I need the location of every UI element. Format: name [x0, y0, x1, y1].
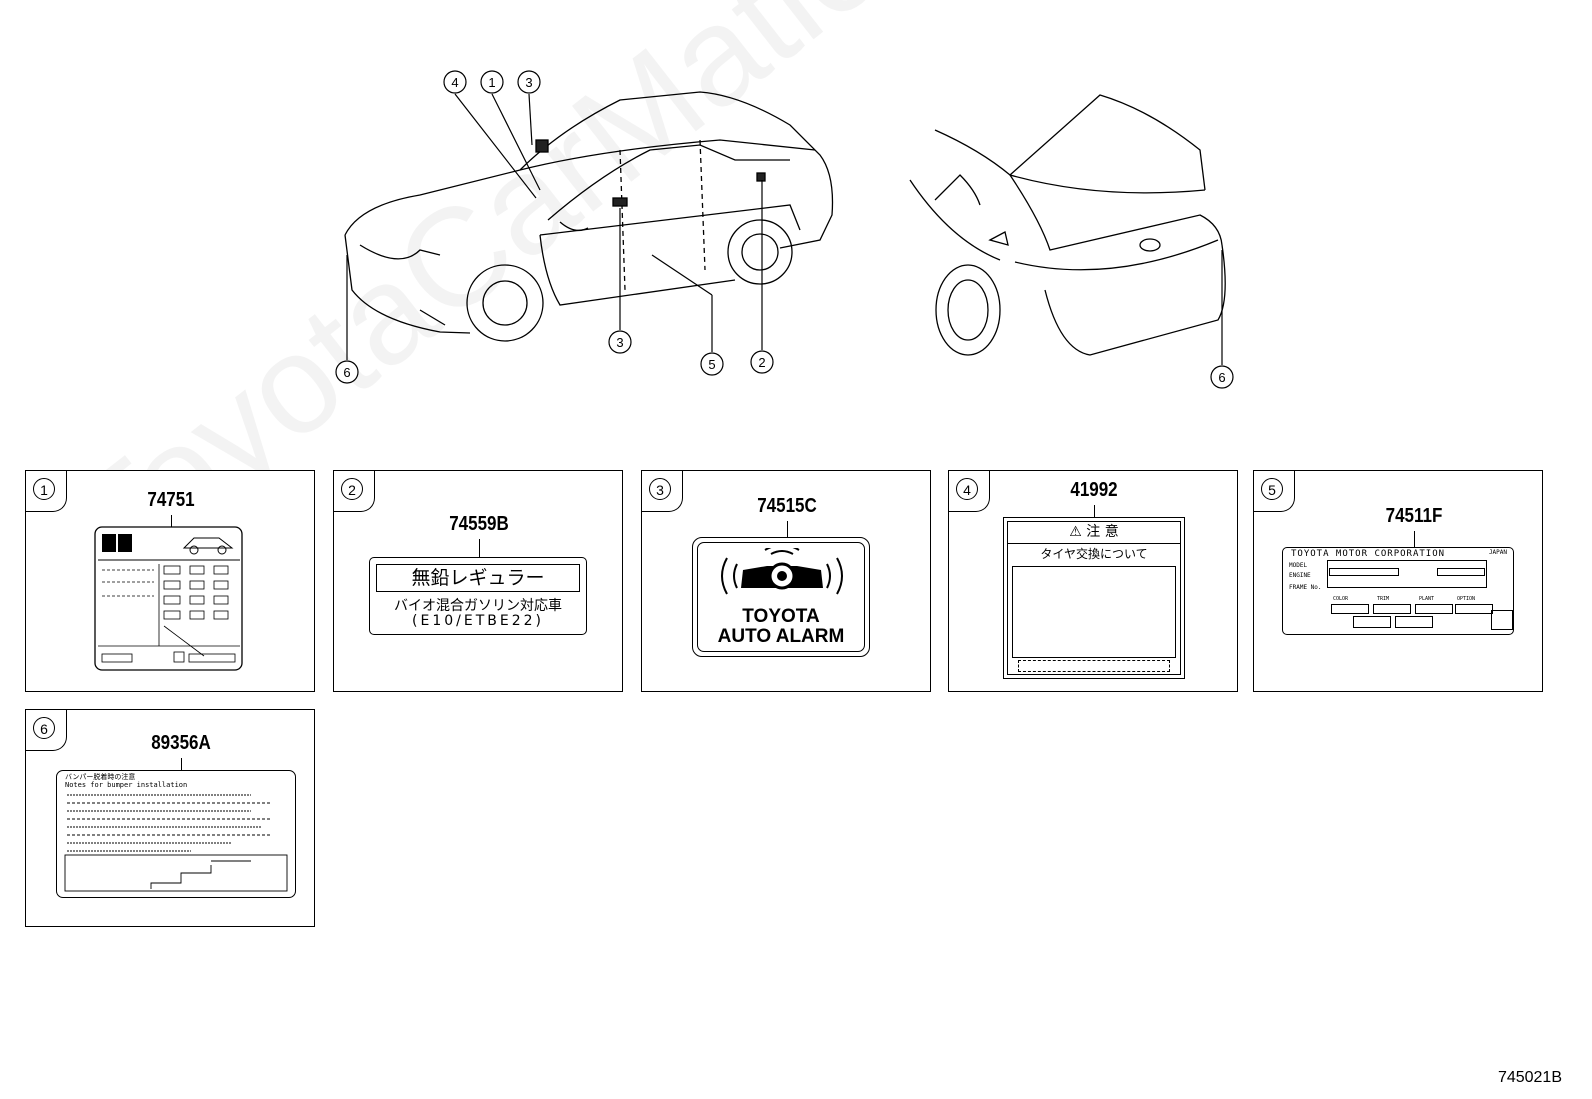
label-74511F-row-frame: FRAME No. [1289, 584, 1322, 591]
alarm-car-icon [721, 548, 843, 595]
panel-3: 3 74515C TOYOTA AUTO ALARM [641, 470, 931, 692]
label-74559B-line3: (E10/ETBE22) [412, 613, 544, 629]
panel-6: 6 89356A バンパー脱着時の注意 Notes for bumper ins… [25, 709, 315, 927]
callout-6-front: 6 [343, 365, 350, 380]
panel-6-index: 6 [33, 717, 55, 739]
part-number-74559B: 74559B [449, 513, 509, 535]
label-74511F-line1: TOYOTA MOTOR CORPORATION [1291, 549, 1446, 559]
callout-5: 5 [708, 357, 715, 372]
front-callouts: 4 1 3 3 5 2 6 [335, 70, 774, 384]
label-74511F-box-plant: PLANT [1419, 596, 1435, 602]
callout-1: 1 [488, 75, 495, 90]
panel-4: 4 41992 ⚠ 注 意 タイヤ交換について [948, 470, 1238, 692]
label-41992-line2: タイヤ交換について [1040, 547, 1148, 561]
label-89356A-line1: バンパー脱着時の注意 [65, 773, 136, 781]
label-89356A: バンパー脱着時の注意 Notes for bumper installation [56, 770, 296, 898]
diagram-id: 745021B [1497, 1069, 1562, 1086]
callout-2: 2 [758, 355, 765, 370]
label-74515C: TOYOTA AUTO ALARM [692, 537, 870, 657]
car-icon [182, 537, 234, 549]
panel-1: 1 74751 [25, 470, 315, 692]
callout-4: 4 [451, 75, 458, 90]
label-74511F-box-color: COLOR [1333, 596, 1349, 602]
part-number-41992: 41992 [1070, 479, 1118, 501]
label-74515C-line2: AUTO ALARM [717, 626, 845, 647]
callout-3-bottom: 3 [616, 335, 623, 350]
label-74511F-corner: JAPAN [1488, 549, 1507, 556]
label-74559B: 無鉛レギュラー バイオ混合ガソリン対応車 (E10/ETBE22) [369, 557, 587, 635]
label-41992-line1: 注 意 [1086, 524, 1119, 540]
label-74511F: TOYOTA MOTOR CORPORATION JAPAN MODEL ENG… [1282, 547, 1514, 635]
panel-3-index: 3 [649, 478, 671, 500]
rear-callouts: 6 [1210, 365, 1234, 389]
front-car-drawing [344, 91, 834, 342]
part-number-74515C: 74515C [757, 495, 817, 517]
label-74511F-box-option: OPTION [1457, 596, 1476, 602]
label-74511F-row-engine: ENGINE [1289, 572, 1311, 579]
label-41992: ⚠ 注 意 タイヤ交換について [1003, 517, 1185, 679]
label-74515C-line1: TOYOTA [742, 606, 820, 627]
label-74559B-line1: 無鉛レギュラー [376, 564, 580, 592]
label-74511F-row-model: MODEL [1289, 562, 1308, 569]
panel-2-index: 2 [341, 478, 363, 500]
panel-4-index: 4 [956, 478, 978, 500]
warning-triangle-icon: ⚠ [1069, 524, 1082, 540]
callout-6-rear: 6 [1218, 370, 1225, 385]
label-89356A-line2: Notes for bumper installation [65, 781, 188, 789]
warning-header: ⚠ 注 意 [1007, 521, 1181, 544]
panel-5: 5 74511F TOYOTA MOTOR CORPORATION JAPAN … [1253, 470, 1543, 692]
label-74751 [94, 526, 243, 671]
vehicle-illustration: 4 1 3 3 5 2 6 6 [335, 70, 1234, 389]
callout-3-top: 3 [525, 75, 532, 90]
panel-2: 2 74559B 無鉛レギュラー バイオ混合ガソリン対応車 (E10/ETBE2… [333, 470, 623, 692]
part-number-74511F: 74511F [1385, 505, 1443, 527]
panel-1-index: 1 [33, 478, 55, 500]
part-number-89356A: 89356A [151, 732, 211, 754]
manual-icon [102, 534, 116, 552]
label-74559B-line2: バイオ混合ガソリン対応車 [394, 598, 562, 614]
part-number-74751: 74751 [147, 489, 195, 511]
label-89356A-body [64, 794, 288, 892]
rear-car-drawing [909, 94, 1226, 356]
label-74511F-box-trim: TRIM [1377, 596, 1390, 602]
panel-5-index: 5 [1261, 478, 1283, 500]
